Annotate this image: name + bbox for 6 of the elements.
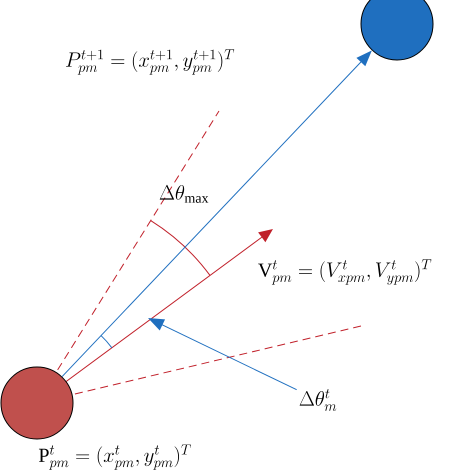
position-formula: $\mathrm{P}_{pm}^{t} = (x_{pm}^{t}, y_{pm}^{t})^{T}$	[38, 444, 191, 470]
position-formula: $P_{pm}^{t+1} = (x_{pm}^{t+1}, y_{pm}^{t+1})^{T}$	[66, 49, 234, 75]
circle-marker	[0, 366, 74, 440]
velocity-formula: $\mathrm{V}_{pm}^{t} = (V_{xpm}^{t}, V_{ypm}^{t})^{T}$	[258, 259, 432, 285]
angle-label: $\Delta\theta_{m}^{t}$	[300, 389, 336, 411]
angle-label: $\Delta\theta_{\mathrm{max}}$	[160, 184, 208, 203]
